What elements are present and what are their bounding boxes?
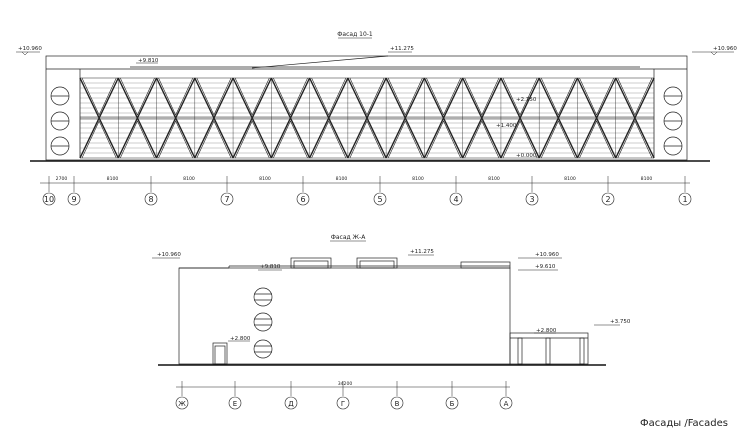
axis-bubble xyxy=(678,192,692,206)
axis-label: 9 xyxy=(71,195,76,204)
dimension-label: 8100 xyxy=(107,176,119,182)
axis-label: 8 xyxy=(148,195,153,204)
axis-label: 5 xyxy=(377,195,382,204)
axis-label: 3 xyxy=(529,195,534,204)
dimension-label: 8100 xyxy=(488,176,500,182)
axis-label: Е xyxy=(233,400,237,408)
dimension-label: 8100 xyxy=(564,176,576,182)
axis-label: Г xyxy=(341,400,345,408)
axis-bubble xyxy=(67,192,81,206)
axis-label: Б xyxy=(450,400,455,408)
facade-top: Фасад 10-1 +10.960 +10.960 +11.275 +9.81… xyxy=(16,31,737,206)
b-elev-annex-top: +3.750 xyxy=(610,319,631,325)
axis-bubble xyxy=(144,192,158,206)
axis-label: 7 xyxy=(224,195,229,204)
dimension-labels-top: 2700 8100 8100 8100 8100 8100 8100 8100 8100 xyxy=(56,176,653,182)
axis-label: 1 xyxy=(682,195,687,204)
elev-low-label: +1.400 xyxy=(496,123,517,129)
b-elev-right-top: +10.960 xyxy=(535,252,559,258)
b-elev-left: +10.960 xyxy=(157,252,181,258)
bottom-elevation-left: +10.960 xyxy=(152,252,181,259)
axis-bubble xyxy=(445,396,459,410)
axis-bubble xyxy=(336,396,350,410)
bottom-elevation-right: +10.960 +9.610 xyxy=(518,252,562,271)
axis-bubble xyxy=(284,396,298,410)
axis-label: Д xyxy=(288,400,294,408)
bottom-elevation-annex: +3.750 +2.800 xyxy=(534,319,631,334)
dimension-label: 8100 xyxy=(412,176,424,182)
caption: Фасады /Facades xyxy=(639,418,728,429)
top-elevation-right: +10.960 xyxy=(692,46,737,56)
elev-left-label: +10.960 xyxy=(18,46,42,52)
facade-top-outline xyxy=(45,55,688,161)
axis-label: В xyxy=(395,400,400,408)
bottom-elevation-parapet: +9.810 xyxy=(258,264,282,271)
axis-bubble xyxy=(390,396,404,410)
elev-roof-label: +11.275 xyxy=(390,46,414,52)
axis-label: 2 xyxy=(605,195,610,204)
door xyxy=(212,342,228,365)
dimension-label: 8100 xyxy=(641,176,653,182)
b-elev-annex-roof: +2.800 xyxy=(536,328,557,334)
elev-base-label: +0.000 xyxy=(516,153,537,159)
bottom-elevation-roof: +11.275 xyxy=(408,249,434,256)
axes-top: 10 9 8 7 6 5 4 3 2 1 xyxy=(42,176,692,206)
b-elev-door: +2.800 xyxy=(230,336,251,342)
facade-bottom-outline xyxy=(178,257,511,365)
axis-bubble xyxy=(296,192,310,206)
annex xyxy=(509,332,589,365)
axis-bubble xyxy=(373,192,387,206)
axis-bubble xyxy=(228,396,242,410)
top-elevation-left: +10.960 xyxy=(16,46,42,56)
facade-top-title: Фасад 10-1 xyxy=(337,31,373,38)
dimension-total: 34200 xyxy=(338,381,353,387)
axis-bubble xyxy=(601,192,615,206)
elev-right-label: +10.960 xyxy=(713,46,737,52)
axis-bubble xyxy=(525,192,539,206)
dimension-label: 8100 xyxy=(336,176,348,182)
dimension-label: 2700 xyxy=(56,176,68,182)
top-elevation-roof: +11.275 xyxy=(388,46,414,53)
facade-bottom: Фасад Ж-А +10.960 +9.810 +11.275 +10.960… xyxy=(152,234,631,410)
b-elev-roof: +11.275 xyxy=(410,249,434,255)
axis-bubble xyxy=(175,396,189,410)
facade-bottom-title: Фасад Ж-А xyxy=(331,234,367,241)
axis-bubble xyxy=(42,192,56,206)
dimension-label: 8100 xyxy=(259,176,271,182)
round-windows-bottom xyxy=(253,287,273,359)
axis-bubble xyxy=(449,192,463,206)
b-elev-right-mid: +9.610 xyxy=(535,264,556,270)
elev-mid-label: +2.750 xyxy=(516,97,537,103)
round-windows-right xyxy=(663,86,683,156)
axis-label: 4 xyxy=(453,195,458,204)
axis-bubble xyxy=(220,192,234,206)
axis-label: А xyxy=(504,400,509,408)
dimension-label: 8100 xyxy=(183,176,195,182)
axis-label: Ж xyxy=(178,400,186,408)
bottom-elevation-door: +2.800 xyxy=(228,336,251,342)
elev-parapet-label: +9.810 xyxy=(138,58,159,64)
b-elev-parapet: +9.810 xyxy=(260,264,281,270)
axis-label: 10 xyxy=(44,195,54,204)
diagrid-lattice xyxy=(79,77,655,159)
axis-bubble xyxy=(499,396,513,410)
axis-label: 6 xyxy=(300,195,305,204)
top-elevation-parapet: +9.810 xyxy=(136,58,159,64)
round-windows-left xyxy=(50,86,70,156)
